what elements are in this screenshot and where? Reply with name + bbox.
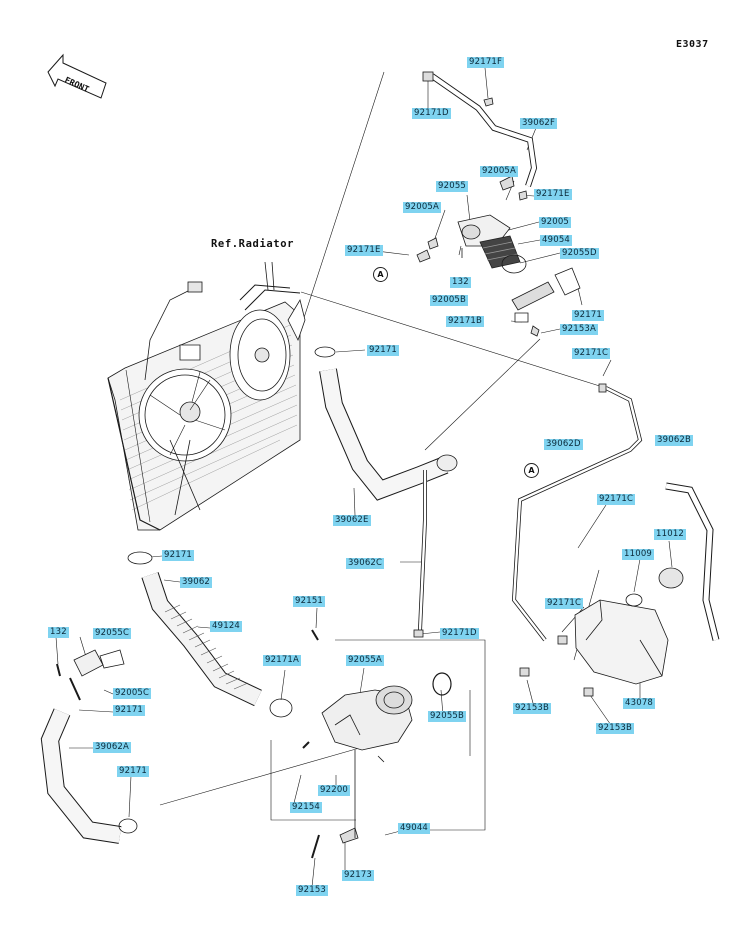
part-label-92055C[interactable]: 92055C <box>93 628 132 639</box>
part-label-11009[interactable]: 11009 <box>622 549 655 560</box>
part-label-92153A[interactable]: 92153A <box>560 324 599 335</box>
part-label-92055D[interactable]: 92055D <box>560 248 599 259</box>
reference-radiator-label: Ref.Radiator <box>211 238 295 250</box>
breather-hoses <box>413 383 720 645</box>
part-label-92153B-b[interactable]: 92153B <box>596 723 635 734</box>
part-label-92171-low[interactable]: 92171 <box>113 705 146 716</box>
part-label-92005A-top[interactable]: 92005A <box>480 166 519 177</box>
hose-49124 <box>127 551 262 707</box>
part-label-49044[interactable]: 49044 <box>398 823 431 834</box>
part-label-92171E-right[interactable]: 92171E <box>534 189 572 200</box>
part-label-92055-top[interactable]: 92055 <box>436 181 469 192</box>
part-label-92005C[interactable]: 92005C <box>113 688 152 699</box>
part-label-92171A[interactable]: 92171A <box>263 655 302 666</box>
part-label-92005B[interactable]: 92005B <box>430 295 469 306</box>
part-label-49124[interactable]: 49124 <box>210 621 243 632</box>
leader-lines <box>55 67 673 888</box>
part-label-92153B-a[interactable]: 92153B <box>513 703 552 714</box>
part-label-92171-hose[interactable]: 92171 <box>367 345 400 356</box>
part-label-11012[interactable]: 11012 <box>654 529 687 540</box>
thermostat-housing <box>416 175 581 337</box>
part-label-92200[interactable]: 92200 <box>318 785 351 796</box>
part-label-39062A[interactable]: 39062A <box>93 742 132 753</box>
part-label-92171-bottom[interactable]: 92171 <box>117 766 150 777</box>
part-label-92171F[interactable]: 92171F <box>467 57 505 68</box>
part-label-92171D[interactable]: 92171D <box>412 108 451 119</box>
hose-39062F <box>422 71 538 187</box>
part-label-132-left[interactable]: 132 <box>48 627 69 638</box>
part-label-92171C-mid[interactable]: 92171C <box>597 494 636 505</box>
part-label-92005A-left[interactable]: 92005A <box>403 202 442 213</box>
hose-39062A <box>40 649 138 844</box>
part-label-92055B[interactable]: 92055B <box>428 711 467 722</box>
part-label-92055A[interactable]: 92055A <box>346 655 385 666</box>
connector-a-top: A <box>373 267 388 282</box>
part-label-43078[interactable]: 43078 <box>623 698 656 709</box>
hose-39062E <box>314 346 458 501</box>
part-label-92153-bottom[interactable]: 92153 <box>296 885 329 896</box>
part-label-39062F[interactable]: 39062F <box>520 118 558 129</box>
part-label-39062D[interactable]: 39062D <box>544 439 583 450</box>
part-label-39062B[interactable]: 39062B <box>655 435 694 446</box>
part-label-92171B[interactable]: 92171B <box>446 316 485 327</box>
connector-a-bottom: A <box>524 463 539 478</box>
part-label-92171C-low[interactable]: 92171C <box>545 598 584 609</box>
radiator <box>107 261 306 531</box>
reservoir-tank <box>519 567 684 697</box>
part-label-92173[interactable]: 92173 <box>342 870 375 881</box>
part-label-39062[interactable]: 39062 <box>180 577 213 588</box>
part-label-92171C-top[interactable]: 92171C <box>572 348 611 359</box>
part-label-92171-left[interactable]: 92171 <box>162 550 195 561</box>
part-label-92151[interactable]: 92151 <box>293 596 326 607</box>
part-label-92171E-left[interactable]: 92171E <box>345 245 383 256</box>
part-label-92171D-low[interactable]: 92171D <box>440 628 479 639</box>
part-label-92171-top-right[interactable]: 92171 <box>572 310 605 321</box>
water-pump <box>302 629 452 859</box>
clamp-92171A <box>269 698 293 718</box>
part-label-39062C[interactable]: 39062C <box>346 558 385 569</box>
front-arrow-icon: FRONT <box>47 53 107 99</box>
part-label-49054[interactable]: 49054 <box>540 235 573 246</box>
part-label-92005[interactable]: 92005 <box>539 217 572 228</box>
diagram-code: E3037 <box>676 39 709 50</box>
part-label-92154[interactable]: 92154 <box>290 802 323 813</box>
part-label-132-top[interactable]: 132 <box>450 277 471 288</box>
part-label-39062E[interactable]: 39062E <box>333 515 371 526</box>
